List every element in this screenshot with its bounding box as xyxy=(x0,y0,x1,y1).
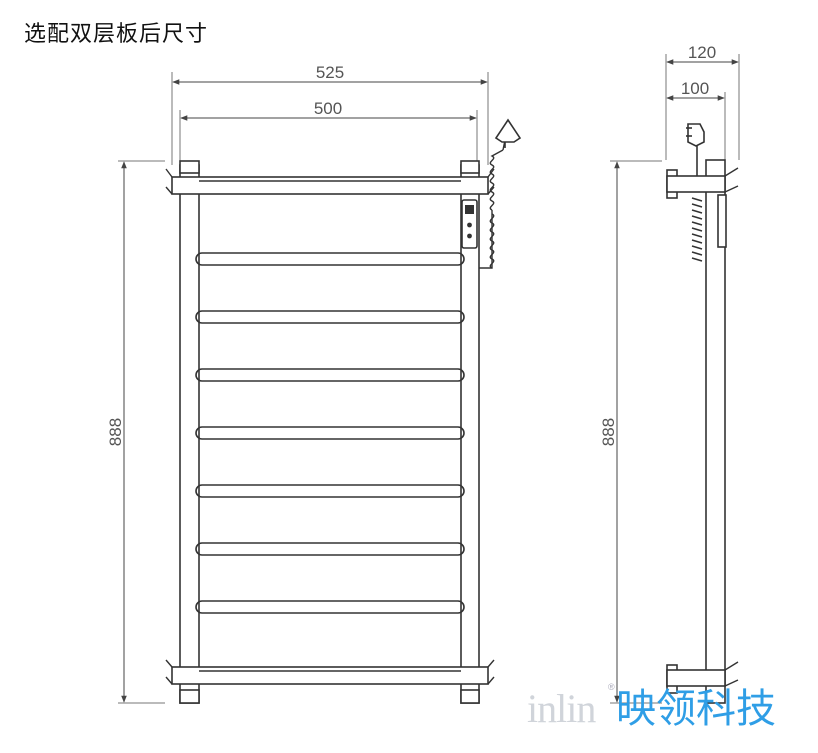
top-shelf xyxy=(165,168,495,195)
plug-icon xyxy=(494,118,522,148)
towel-rail xyxy=(195,542,465,556)
power-cord xyxy=(479,139,506,269)
dimension-outer-width xyxy=(171,72,489,165)
dimension-inner-width xyxy=(179,110,478,165)
towel-rail xyxy=(195,310,465,324)
control-panel xyxy=(461,199,478,249)
side-post xyxy=(705,159,726,704)
dimension-height-side xyxy=(610,160,662,704)
label-height-front: 888 xyxy=(106,418,125,446)
label-inner-depth: 100 xyxy=(681,79,709,98)
towel-rail xyxy=(195,484,465,498)
label-outer-width: 525 xyxy=(316,63,344,82)
drawing-title: 选配双层板后尺寸 xyxy=(24,22,209,47)
side-plug-icon xyxy=(686,123,705,176)
logo-chinese-text: 映领科技 xyxy=(616,686,776,732)
dimension-inner-depth xyxy=(666,92,726,160)
side-coiled-cord xyxy=(691,194,727,262)
label-inner-width: 500 xyxy=(314,99,342,118)
front-view xyxy=(118,72,522,704)
logo-latin-text: inlin xyxy=(527,686,596,731)
logo-registered-mark: ® xyxy=(608,682,615,692)
dimension-height-front xyxy=(118,160,165,704)
label-outer-depth: 120 xyxy=(688,43,716,62)
towel-rails xyxy=(195,252,465,614)
side-bottom-shelf xyxy=(666,661,739,694)
towel-rail xyxy=(195,252,465,266)
side-top-shelf xyxy=(666,167,739,199)
side-view xyxy=(610,54,740,704)
label-height-side: 888 xyxy=(599,418,618,446)
towel-rail xyxy=(195,368,465,382)
brand-logo: inlin ® 映领科技 xyxy=(527,682,776,732)
bottom-shelf xyxy=(165,659,495,685)
towel-rail xyxy=(195,426,465,440)
towel-rail xyxy=(195,600,465,614)
dimension-outer-depth xyxy=(665,54,740,160)
